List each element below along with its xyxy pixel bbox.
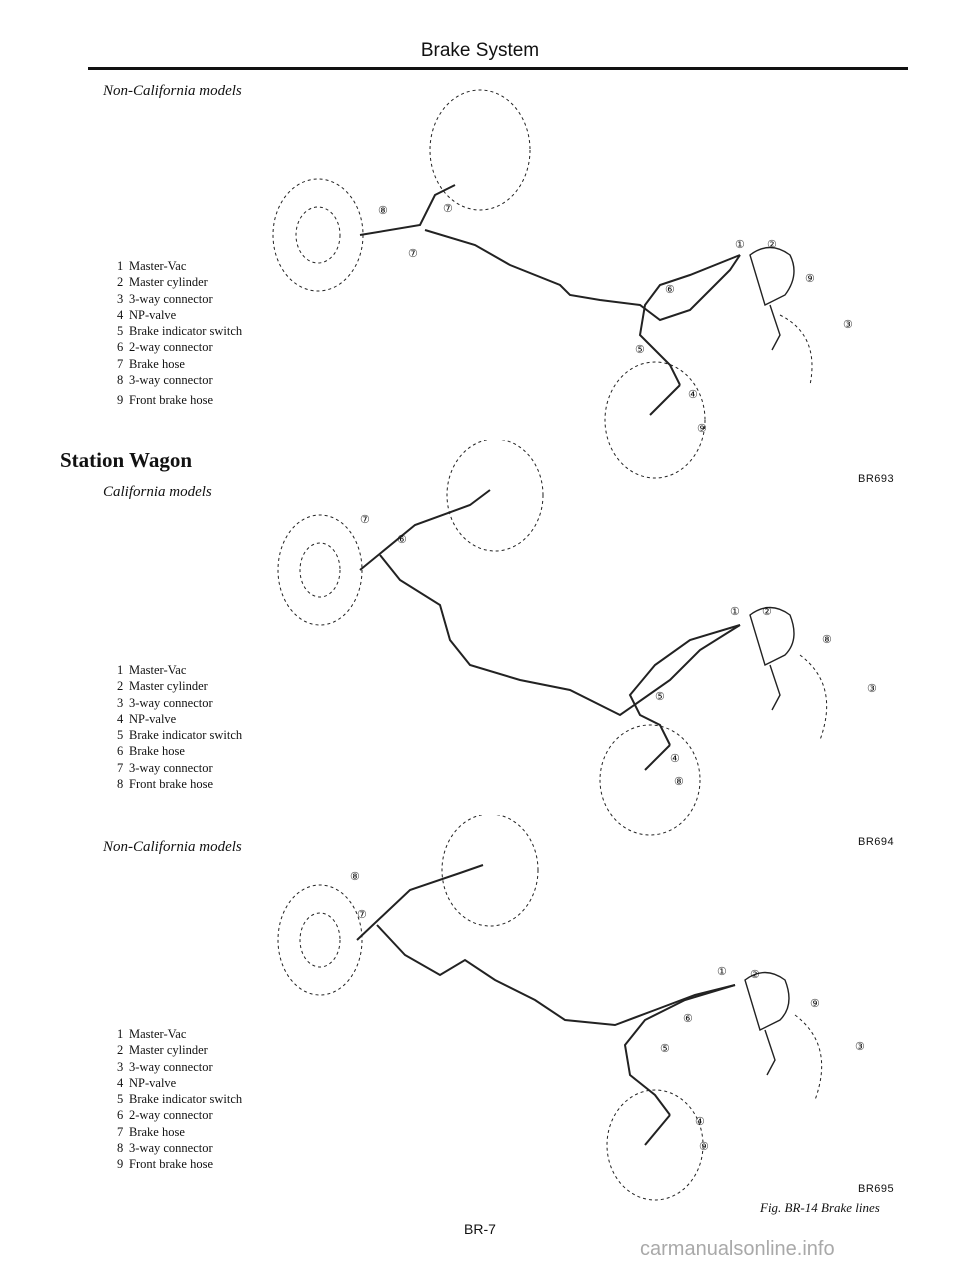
callout-4: ④ — [695, 1116, 705, 1128]
callout-5: ⑤ — [635, 344, 645, 356]
callout-7b: ⑦ — [408, 248, 418, 260]
callout-7: ⑦ — [357, 909, 367, 921]
panel-1-figure-code: BR693 — [858, 473, 895, 485]
callout-4: ④ — [670, 753, 680, 765]
callout-8b: ⑧ — [674, 776, 684, 788]
panel-1-subtitle: Non-California models — [103, 83, 242, 99]
callout-1: ① — [717, 966, 727, 978]
callout-1: ① — [735, 239, 745, 251]
panel-3-figure-code: BR695 — [858, 1183, 895, 1195]
callout-3: ③ — [867, 683, 877, 695]
callout-5: ⑤ — [655, 691, 665, 703]
callout-5: ⑤ — [660, 1043, 670, 1055]
figure-caption: Fig. BR-14 Brake lines — [760, 1200, 880, 1215]
brake-line-diagram-3: ⑧ ⑦ ① ② ⑨ ③ ⑥ ⑤ ④ ⑨ — [277, 815, 865, 1201]
callout-4: ④ — [688, 389, 698, 401]
callout-7: ⑦ — [443, 203, 453, 215]
brake-line-diagram-2: ⑦ ⑥ ① ② ⑧ ③ ⑤ ④ ⑧ — [277, 440, 877, 836]
callout-9: ⑨ — [810, 998, 820, 1010]
callout-2: ② — [762, 606, 772, 618]
callout-8: ⑧ — [350, 871, 360, 883]
panel-3-subtitle: Non-California models — [103, 839, 242, 855]
callout-3: ③ — [843, 319, 853, 331]
brake-line-diagram-1: ⑧ ⑦ ⑦ ① ② ⑨ ③ ⑥ ⑤ ④ ⑨ — [272, 89, 853, 479]
panel-2-subtitle: California models — [103, 484, 212, 500]
callout-6: ⑥ — [397, 534, 407, 546]
panel-2-figure-code: BR694 — [858, 836, 895, 848]
page-number: BR-7 — [464, 1221, 496, 1237]
callout-8: ⑧ — [378, 205, 388, 217]
callout-2: ② — [750, 969, 760, 981]
header-rule — [88, 67, 908, 70]
callout-6: ⑥ — [665, 284, 675, 296]
section-title: Station Wagon — [60, 448, 193, 472]
callout-9b: ⑨ — [697, 423, 707, 435]
callout-9: ⑨ — [805, 273, 815, 285]
callout-3: ③ — [855, 1041, 865, 1053]
callout-1: ① — [730, 606, 740, 618]
callout-6: ⑥ — [683, 1013, 693, 1025]
watermark: carmanualsonline.info — [640, 1238, 835, 1260]
page-header-title: Brake System — [420, 40, 540, 61]
callout-2: ② — [767, 239, 777, 251]
callout-7: ⑦ — [360, 514, 370, 526]
callout-9b: ⑨ — [699, 1141, 709, 1153]
callout-8: ⑧ — [822, 634, 832, 646]
